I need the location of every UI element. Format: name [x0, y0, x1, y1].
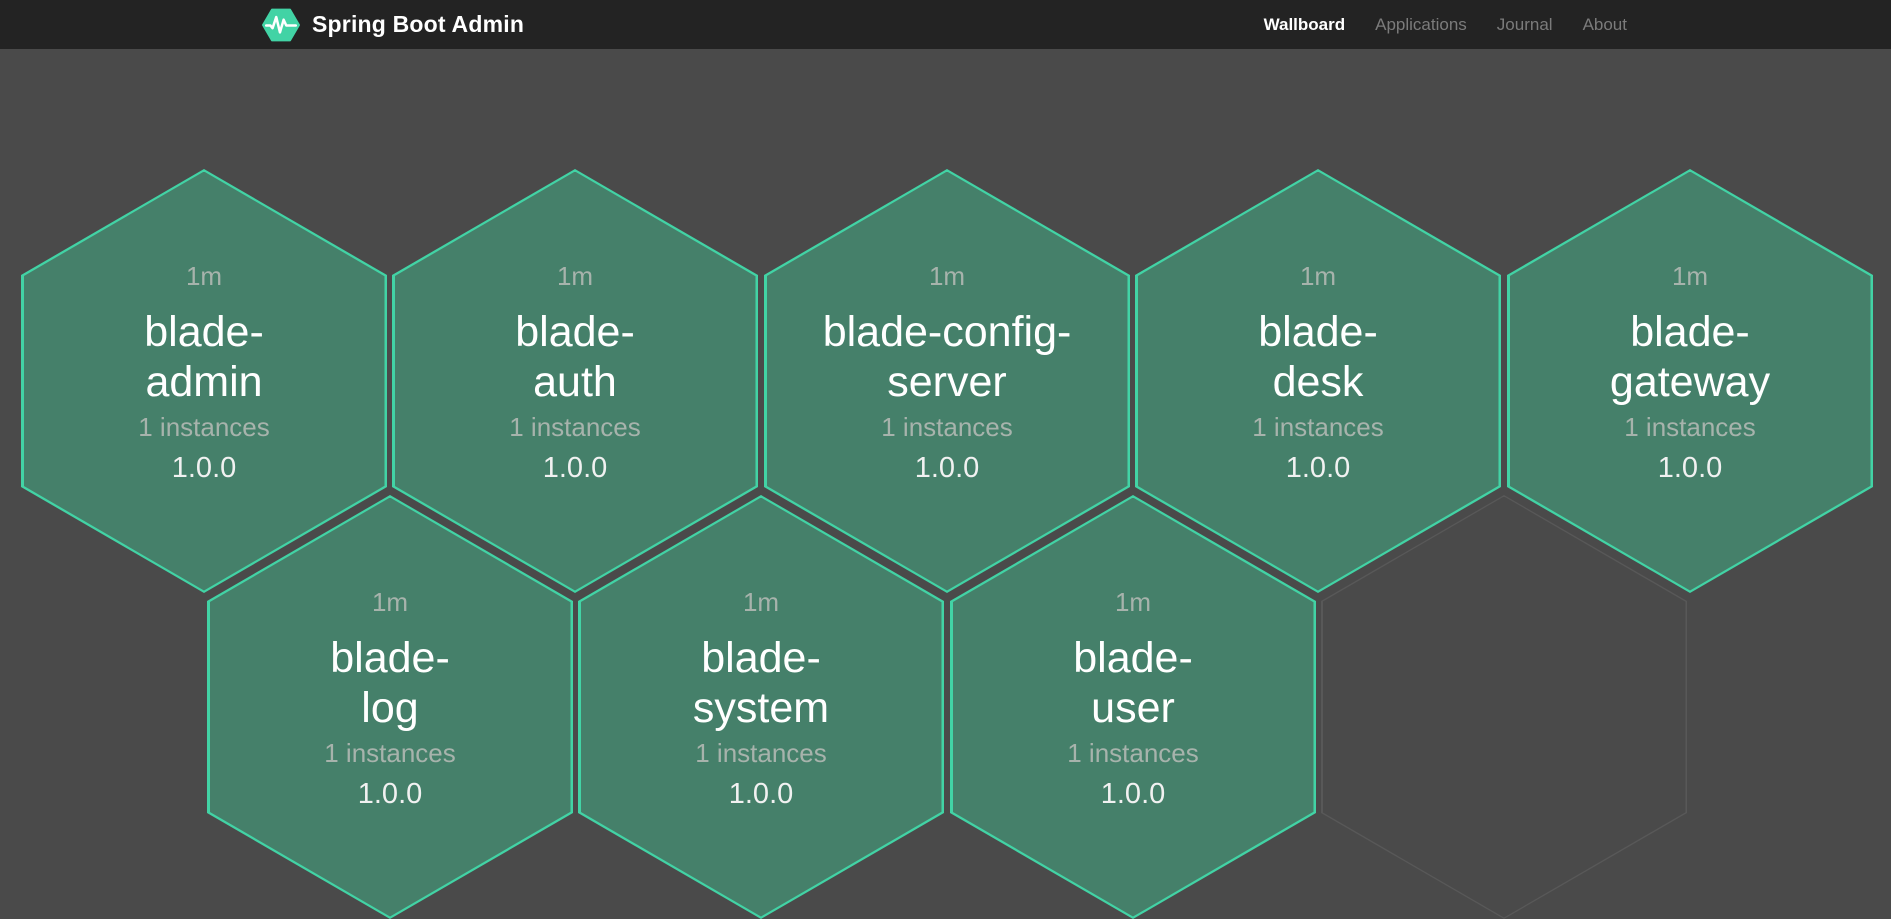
application-name-line: blade- [1258, 307, 1378, 357]
application-name-line: gateway [1610, 357, 1770, 407]
application-version: 1.0.0 [915, 451, 980, 486]
nav-item-wallboard[interactable]: Wallboard [1264, 15, 1346, 35]
application-name: blade-desk [1258, 307, 1378, 407]
application-name: blade-log [330, 633, 450, 733]
application-name-line: blade- [1073, 633, 1193, 683]
hexagon-content: 1m blade-gateway 1 instances 1.0.0 [1507, 169, 1873, 593]
application-hexagon[interactable]: 1m blade-user 1 instances 1.0.0 [950, 495, 1316, 919]
application-uptime: 1m [1672, 261, 1708, 291]
application-uptime: 1m [557, 261, 593, 291]
hexagon-content: 1m blade-user 1 instances 1.0.0 [950, 495, 1316, 919]
app-header: Spring Boot Admin Wallboard Applications J… [0, 0, 1891, 49]
application-name: blade-admin [144, 307, 264, 407]
application-name: blade-system [693, 633, 829, 733]
application-name: blade-config-server [823, 307, 1072, 407]
application-uptime: 1m [1300, 261, 1336, 291]
application-name-line: auth [515, 357, 635, 407]
application-name-line: server [823, 357, 1072, 407]
application-version: 1.0.0 [1286, 451, 1351, 486]
header-container: Spring Boot Admin Wallboard Applications J… [262, 0, 1627, 49]
application-version: 1.0.0 [172, 451, 237, 486]
application-hexagon[interactable]: 1m blade-system 1 instances 1.0.0 [578, 495, 944, 919]
application-uptime: 1m [372, 587, 408, 617]
hexagon-content: 1m blade-log 1 instances 1.0.0 [207, 495, 573, 919]
application-name: blade-gateway [1610, 307, 1770, 407]
application-version: 1.0.0 [729, 777, 794, 812]
spring-boot-admin-logo-icon [262, 7, 300, 43]
app-title: Spring Boot Admin [312, 11, 524, 38]
application-instances: 1 instances [1252, 411, 1384, 443]
application-name: blade-auth [515, 307, 635, 407]
hexagon-content: 1m blade-system 1 instances 1.0.0 [578, 495, 944, 919]
application-version: 1.0.0 [358, 777, 423, 812]
application-name-line: blade-config- [823, 307, 1072, 357]
application-version: 1.0.0 [1658, 451, 1723, 486]
application-uptime: 1m [929, 261, 965, 291]
nav-item-applications[interactable]: Applications [1375, 15, 1467, 35]
application-name-line: blade- [1610, 307, 1770, 357]
application-uptime: 1m [743, 587, 779, 617]
brand-link[interactable]: Spring Boot Admin [262, 7, 524, 43]
application-name: blade-user [1073, 633, 1193, 733]
nav-item-journal[interactable]: Journal [1497, 15, 1553, 35]
application-uptime: 1m [1115, 587, 1151, 617]
application-name-line: blade- [515, 307, 635, 357]
application-instances: 1 instances [509, 411, 641, 443]
application-instances: 1 instances [695, 737, 827, 769]
application-instances: 1 instances [881, 411, 1013, 443]
application-name-line: log [330, 683, 450, 733]
application-name-line: blade- [144, 307, 264, 357]
application-hexagon[interactable]: 1m blade-gateway 1 instances 1.0.0 [1507, 169, 1873, 593]
application-name-line: desk [1258, 357, 1378, 407]
application-instances: 1 instances [324, 737, 456, 769]
application-name-line: user [1073, 683, 1193, 733]
application-name-line: blade- [693, 633, 829, 683]
wallboard: 1m blade-admin 1 instances 1.0.0 1m blad… [0, 49, 1891, 914]
application-version: 1.0.0 [543, 451, 608, 486]
main-nav: Wallboard Applications Journal About [1264, 15, 1627, 35]
application-name-line: admin [144, 357, 264, 407]
application-uptime: 1m [186, 261, 222, 291]
application-instances: 1 instances [1624, 411, 1756, 443]
application-version: 1.0.0 [1101, 777, 1166, 812]
application-name-line: system [693, 683, 829, 733]
application-hexagon[interactable]: 1m blade-log 1 instances 1.0.0 [207, 495, 573, 919]
application-instances: 1 instances [1067, 737, 1199, 769]
application-name-line: blade- [330, 633, 450, 683]
application-instances: 1 instances [138, 411, 270, 443]
nav-item-about[interactable]: About [1583, 15, 1627, 35]
